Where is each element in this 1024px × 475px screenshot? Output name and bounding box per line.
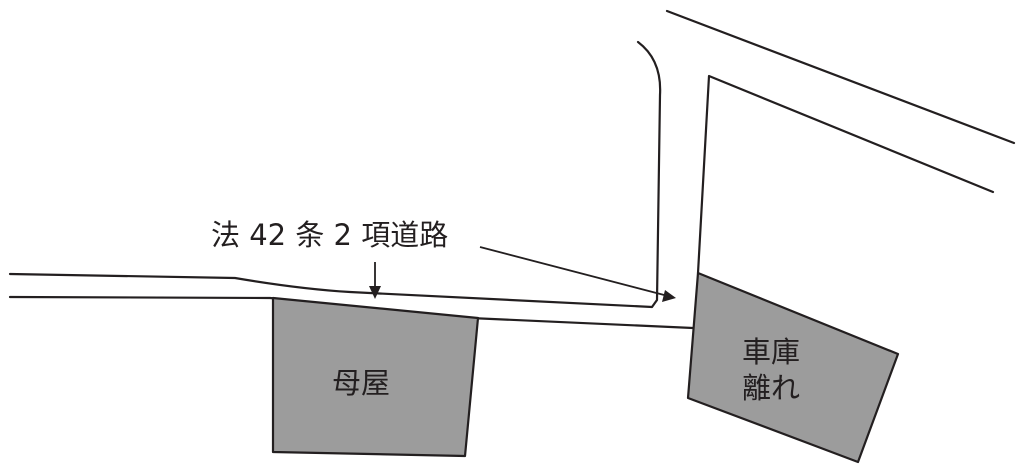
road-pointer-down xyxy=(369,262,381,299)
road-upper-edge xyxy=(8,40,662,309)
annex-label-line1: 車庫 xyxy=(742,335,800,369)
road-pointer-diagonal xyxy=(479,246,676,302)
arrow-down-icon xyxy=(369,286,381,299)
driveway-left-edge xyxy=(696,74,995,275)
upper-road-edge xyxy=(665,9,1016,145)
annex-label-line2: 離れ xyxy=(742,371,800,405)
road-outlines xyxy=(8,9,1016,330)
main-house-label: 母屋 xyxy=(332,366,390,400)
road-label: 法 42 条 2 項道路 xyxy=(211,218,448,252)
arrow-right-icon xyxy=(662,290,676,302)
main-house-building xyxy=(271,296,480,458)
garage-annex-building xyxy=(686,271,900,464)
